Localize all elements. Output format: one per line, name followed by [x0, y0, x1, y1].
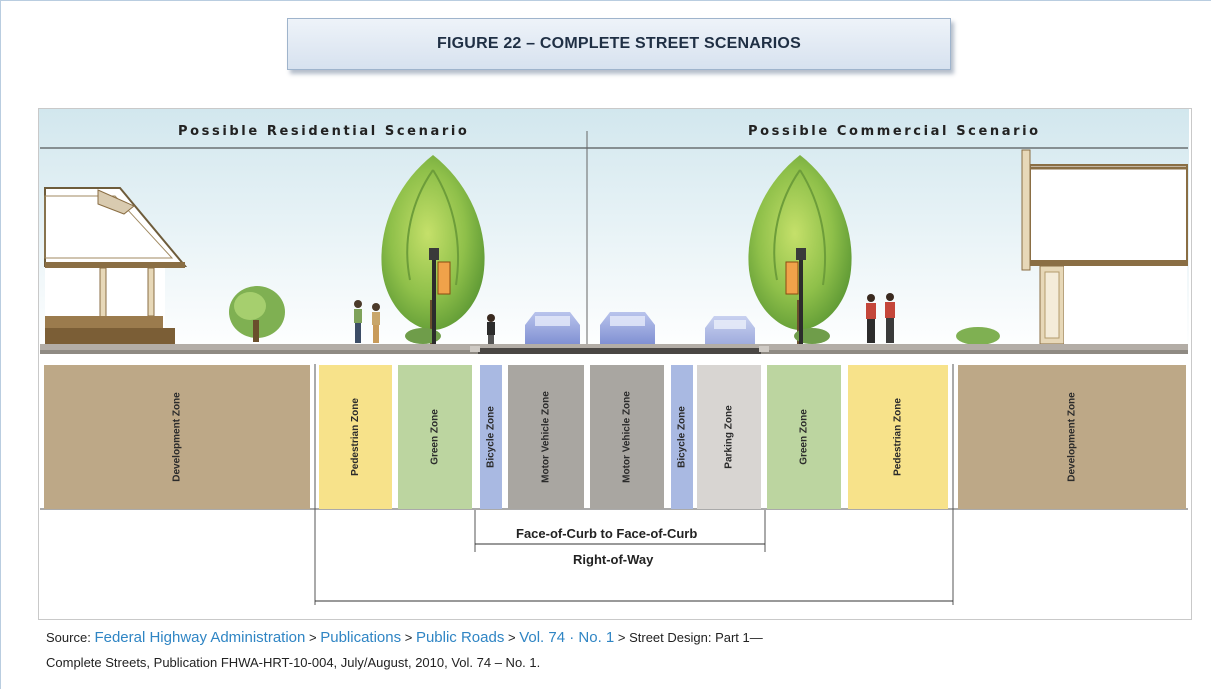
separator-2: >: [404, 630, 413, 645]
zone-block: [697, 365, 761, 509]
car-1: [525, 312, 580, 345]
figure-title: FIGURE 22 – COMPLETE STREET SCENARIOS: [437, 35, 801, 52]
zone-label: Development Zone: [1067, 392, 1078, 482]
roadway: [478, 348, 761, 354]
zone-block: [671, 365, 693, 509]
zone-block: [508, 365, 584, 509]
car-parked: [705, 316, 755, 345]
zone-block: [590, 365, 664, 509]
zone-block: [848, 365, 948, 509]
pedestrians-left: [354, 300, 380, 343]
street-lamp-right: [785, 248, 806, 345]
zone-label: Development Zone: [172, 392, 183, 482]
commercial-scenario-label: Possible Commercial Scenario: [748, 124, 1041, 139]
link-fhwa[interactable]: Federal Highway Administration: [94, 629, 306, 646]
right-shrub: [956, 327, 1000, 345]
zone-label: Pedestrian Zone: [893, 398, 904, 476]
source-prefix: Source:: [46, 630, 91, 645]
separator-4: >: [617, 630, 626, 645]
zone-label: Green Zone: [430, 409, 441, 465]
car-2: [600, 312, 655, 345]
zone-block: [319, 365, 392, 509]
link-publications[interactable]: Publications: [320, 629, 402, 646]
link-volume[interactable]: Vol. 74 · No. 1: [519, 629, 615, 646]
zone-label: Motor Vehicle Zone: [622, 391, 633, 483]
zone-block: [767, 365, 841, 509]
source-suffix: Street Design: Part 1—: [629, 630, 763, 645]
zone-label: Parking Zone: [724, 405, 735, 469]
zone-label: Bicycle Zone: [677, 406, 688, 468]
separator-1: >: [309, 630, 317, 645]
zone-block: [398, 365, 472, 509]
curb-to-curb-label: Face-of-Curb to Face-of-Curb: [516, 526, 698, 541]
figure-title-box: FIGURE 22 – COMPLETE STREET SCENARIOS: [287, 18, 951, 70]
zone-block: [480, 365, 502, 509]
residential-scenario-label: Possible Residential Scenario: [178, 124, 470, 139]
zone-label: Pedestrian Zone: [350, 398, 361, 476]
pedestrians-right: [866, 293, 895, 343]
commercial-building: [1021, 149, 1188, 345]
zone-block: [44, 365, 310, 509]
residential-house: [44, 187, 188, 346]
right-of-way-label: Right-of-Way: [573, 552, 654, 567]
zone-block: [958, 365, 1186, 509]
zone-label: Green Zone: [799, 409, 810, 465]
street-lamp-left: [429, 248, 451, 345]
separator-3: >: [507, 630, 516, 645]
source-line-1: Source: Federal Highway Administration >…: [46, 625, 1196, 650]
source-citation: Source: Federal Highway Administration >…: [46, 625, 1196, 675]
zone-label: Motor Vehicle Zone: [541, 391, 552, 483]
source-line-2: Complete Streets, Publication FHWA-HRT-1…: [46, 655, 541, 670]
zone-label: Bicycle Zone: [486, 406, 497, 468]
link-public-roads[interactable]: Public Roads: [415, 629, 505, 646]
pedestrian-curb: [487, 314, 495, 347]
